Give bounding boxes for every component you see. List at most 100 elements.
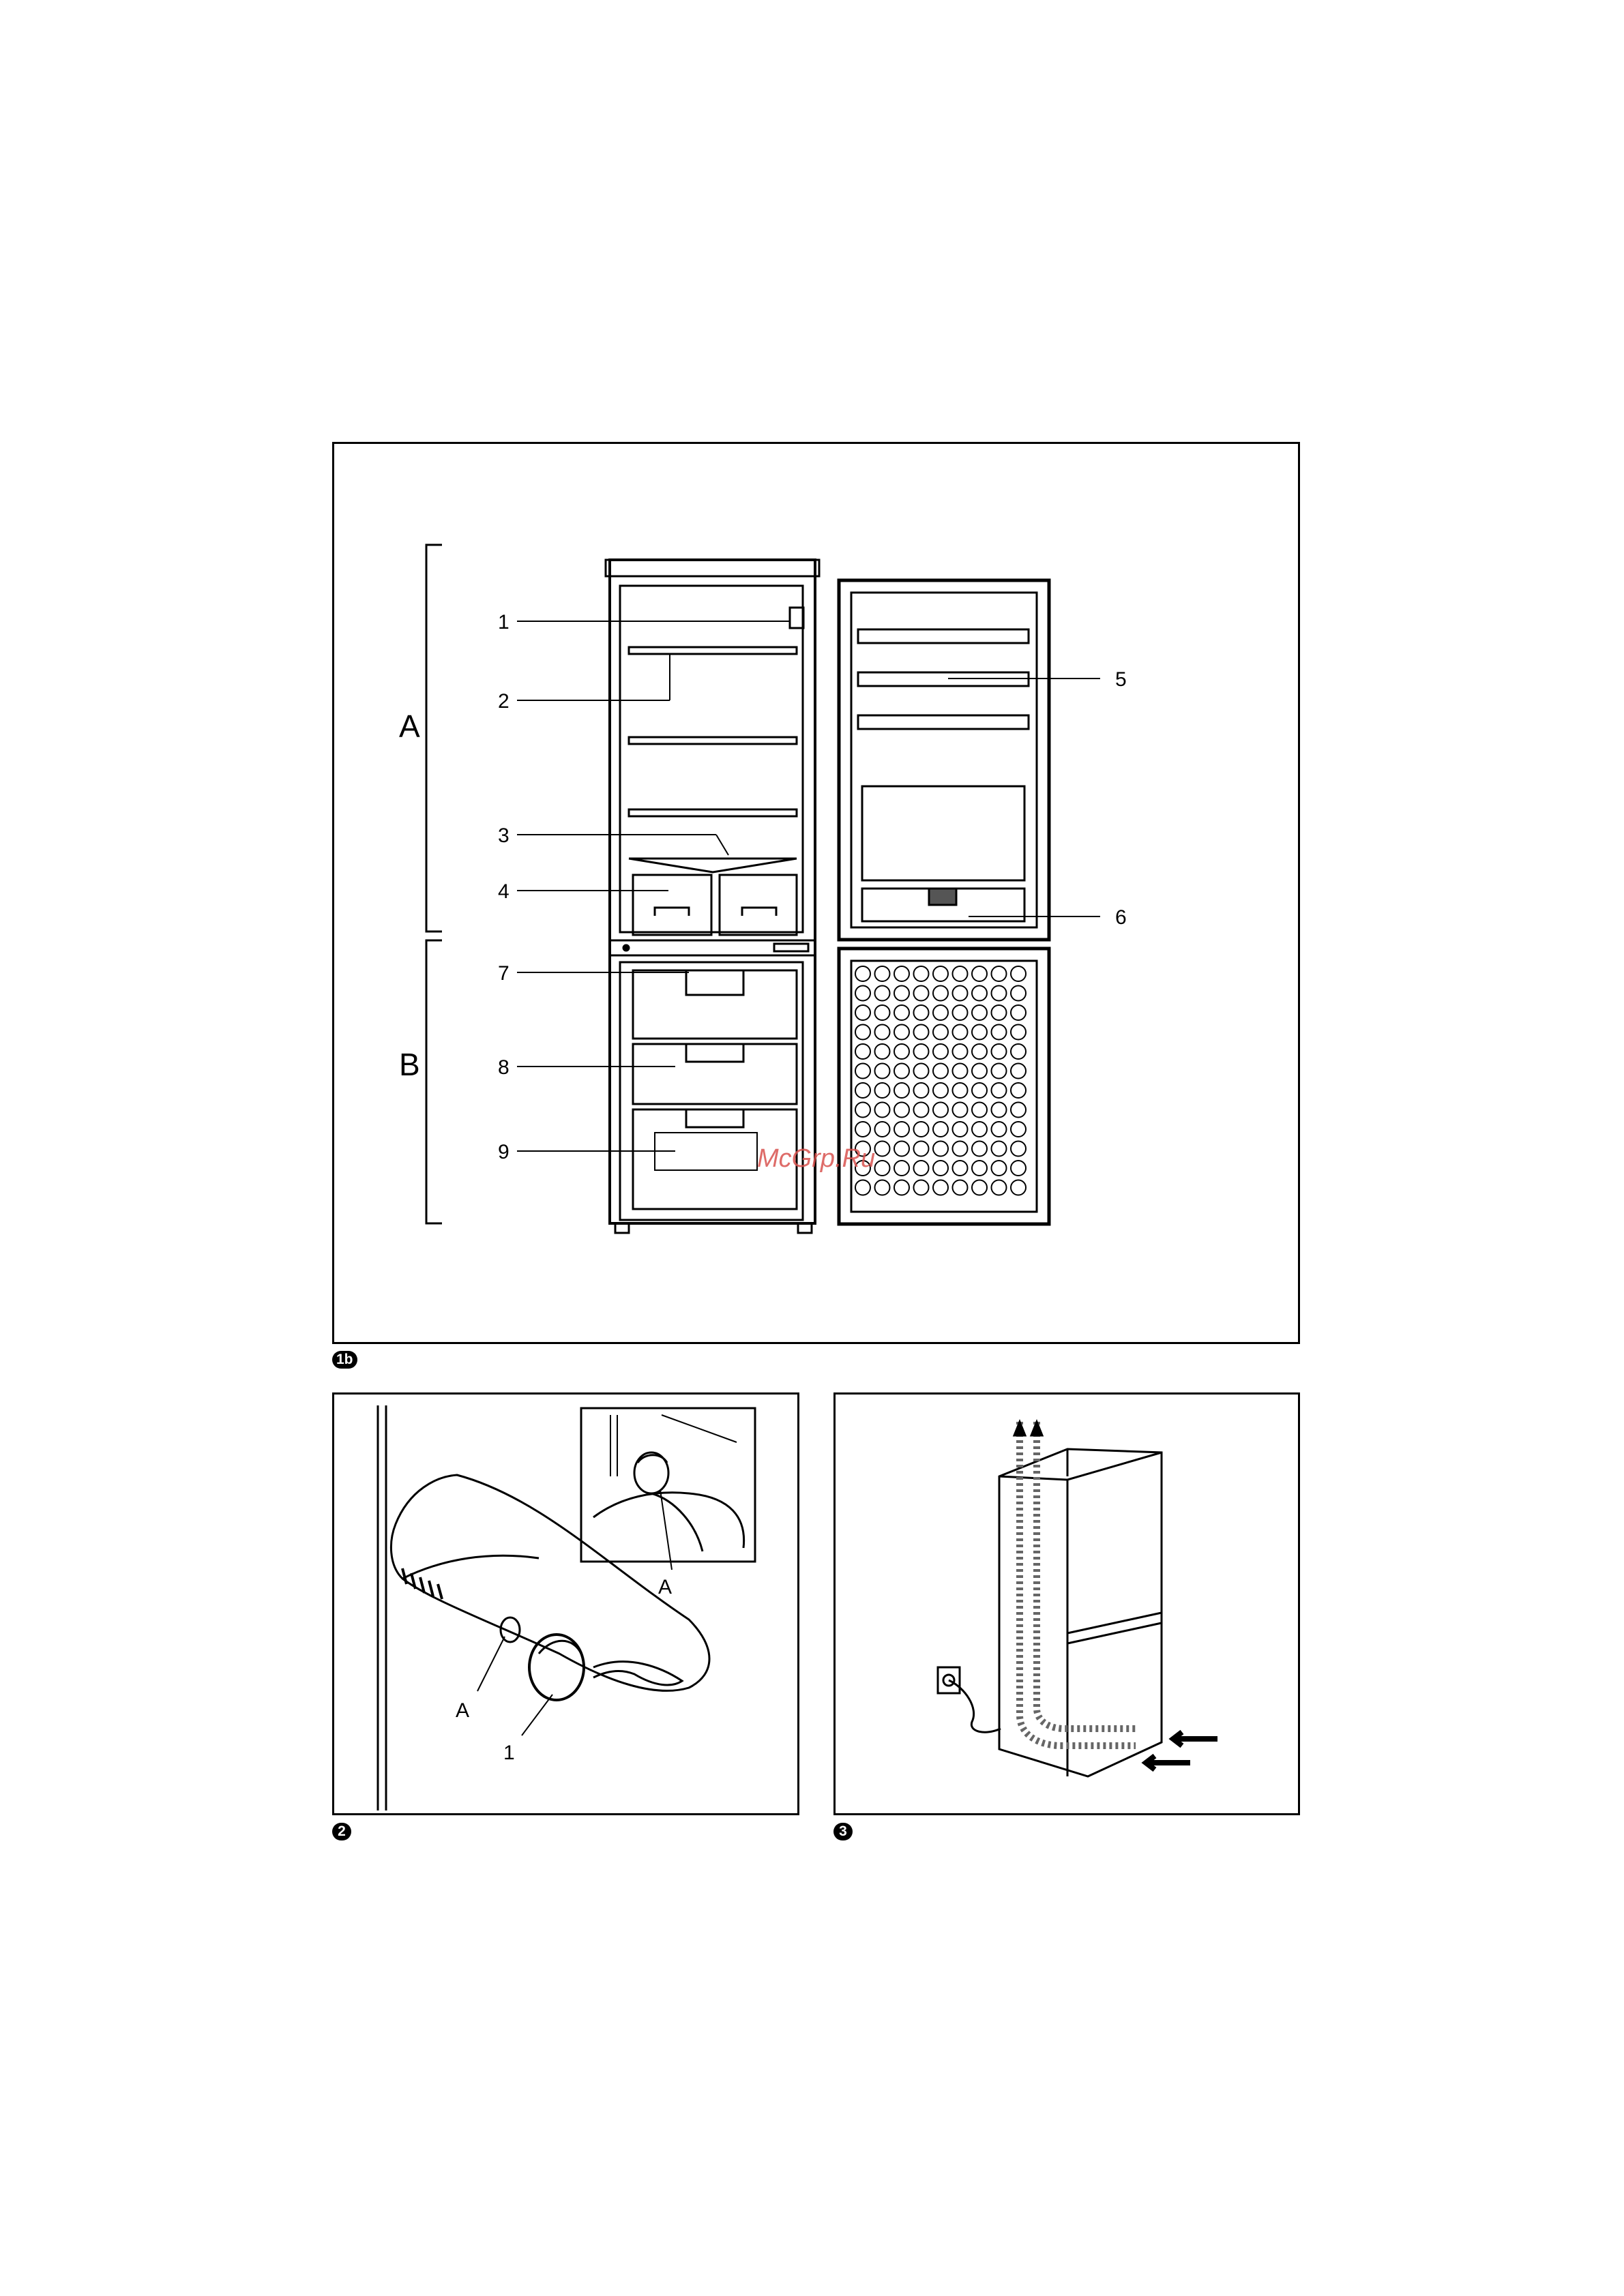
door-dimple bbox=[875, 966, 890, 981]
door-dimple bbox=[992, 1083, 1007, 1098]
door-dimple bbox=[972, 1005, 987, 1020]
door-dimple bbox=[914, 1103, 929, 1118]
shelf-3 bbox=[629, 809, 797, 816]
door-dimple bbox=[933, 1083, 948, 1098]
door-dimple bbox=[894, 1025, 909, 1040]
thermostat-diagram: A A 1 bbox=[334, 1395, 801, 1817]
door-dimple bbox=[1011, 1044, 1026, 1059]
section-label-a: A bbox=[399, 709, 420, 744]
crisper-drawer-left bbox=[633, 875, 711, 935]
figure-1b-panel: A B 1 2 3 4 5 6 7 8 9 bbox=[332, 442, 1300, 1344]
exhaust-arrow-right bbox=[1031, 1422, 1042, 1435]
door-dimple bbox=[1011, 1122, 1026, 1137]
door-dimple bbox=[875, 1103, 890, 1118]
door-dimple bbox=[972, 986, 987, 1001]
freezer-door-dimples bbox=[855, 966, 1026, 1195]
door-dimple bbox=[894, 1142, 909, 1157]
door-dimple bbox=[992, 1025, 1007, 1040]
door-dimple bbox=[953, 1025, 968, 1040]
door-dimple bbox=[1011, 1142, 1026, 1157]
watermark: McGrp.Ru bbox=[757, 1144, 875, 1174]
door-dimple bbox=[953, 966, 968, 981]
intake-arrow-upper bbox=[1173, 1732, 1217, 1746]
door-dimple bbox=[855, 1122, 870, 1137]
crisper-drawer-right bbox=[720, 875, 797, 935]
callout-3: 3 bbox=[498, 824, 510, 847]
bracket-section-a bbox=[426, 545, 442, 931]
door-bottle-rack-outline bbox=[862, 786, 1024, 880]
callout-2: 2 bbox=[498, 690, 510, 713]
door-dimple bbox=[933, 1103, 948, 1118]
door-dimple bbox=[914, 1122, 929, 1137]
bottle-retainer bbox=[929, 889, 956, 905]
door-dimple bbox=[875, 1180, 890, 1195]
door-dimple bbox=[992, 1122, 1007, 1137]
door-dimple bbox=[855, 1180, 870, 1195]
door-dimple bbox=[1011, 1064, 1026, 1079]
airflow-path bbox=[1020, 1422, 1136, 1746]
inset-detail-box bbox=[581, 1408, 755, 1562]
door-dimple bbox=[855, 986, 870, 1001]
door-dimple bbox=[992, 1161, 1007, 1176]
door-dimple bbox=[1011, 966, 1026, 981]
door-dimple bbox=[894, 986, 909, 1001]
callout-1: 1 bbox=[503, 1742, 515, 1764]
callout-7: 7 bbox=[498, 962, 510, 985]
door-dimple bbox=[933, 1122, 948, 1137]
cabinet-top-strip bbox=[606, 560, 819, 576]
door-dimple bbox=[914, 1142, 929, 1157]
freezer-door bbox=[839, 949, 1049, 1224]
shelf-2 bbox=[629, 737, 797, 744]
callout-4: 4 bbox=[498, 880, 510, 903]
crisper-cover bbox=[629, 859, 797, 872]
door-dimple bbox=[914, 1161, 929, 1176]
door-dimple bbox=[894, 1103, 909, 1118]
door-dimple bbox=[875, 986, 890, 1001]
door-dimple bbox=[953, 986, 968, 1001]
section-label-b: B bbox=[399, 1047, 420, 1082]
callout-a: A bbox=[456, 1699, 469, 1722]
door-dimple bbox=[992, 1005, 1007, 1020]
door-dimple bbox=[933, 1161, 948, 1176]
door-dimple bbox=[992, 1044, 1007, 1059]
door-dimple bbox=[855, 1025, 870, 1040]
appliance-outline bbox=[999, 1449, 1162, 1776]
door-dimple bbox=[972, 1083, 987, 1098]
freezer-compartment bbox=[620, 962, 803, 1220]
power-cord bbox=[949, 1680, 1001, 1732]
door-dimple bbox=[855, 966, 870, 981]
leader-a bbox=[477, 1637, 505, 1691]
door-shelf-3 bbox=[858, 715, 1029, 729]
door-dimple bbox=[972, 1064, 987, 1079]
control-knob-strip bbox=[774, 944, 808, 951]
door-dimple bbox=[894, 966, 909, 981]
door-dimple bbox=[953, 1161, 968, 1176]
door-dimple bbox=[875, 1122, 890, 1137]
door-dimple bbox=[914, 986, 929, 1001]
door-dimple bbox=[972, 1025, 987, 1040]
callout-8: 8 bbox=[498, 1056, 510, 1079]
door-dimple bbox=[875, 1064, 890, 1079]
door-dimple bbox=[914, 1005, 929, 1020]
door-dimple bbox=[875, 1025, 890, 1040]
callout-5: 5 bbox=[1115, 668, 1127, 691]
door-dimple bbox=[933, 966, 948, 981]
callout-inset-a: A bbox=[658, 1576, 672, 1598]
door-dimple bbox=[1011, 1180, 1026, 1195]
door-dimple bbox=[972, 1142, 987, 1157]
door-dimple bbox=[992, 1142, 1007, 1157]
door-dimple bbox=[855, 1083, 870, 1098]
door-dimple bbox=[972, 1180, 987, 1195]
door-dimple bbox=[855, 1103, 870, 1118]
callout-9: 9 bbox=[498, 1141, 510, 1163]
door-dimple bbox=[953, 1142, 968, 1157]
door-shelf-1 bbox=[858, 629, 1029, 643]
leader-1-knob bbox=[522, 1695, 552, 1735]
callout-1: 1 bbox=[498, 611, 510, 633]
fridge-interior-diagram: A B 1 2 3 4 5 6 7 8 9 bbox=[334, 444, 1302, 1346]
door-dimple bbox=[914, 1025, 929, 1040]
door-dimple bbox=[953, 1122, 968, 1137]
figure-2-panel: A A 1 bbox=[332, 1392, 799, 1815]
door-dimple bbox=[875, 1044, 890, 1059]
door-dimple bbox=[953, 1103, 968, 1118]
